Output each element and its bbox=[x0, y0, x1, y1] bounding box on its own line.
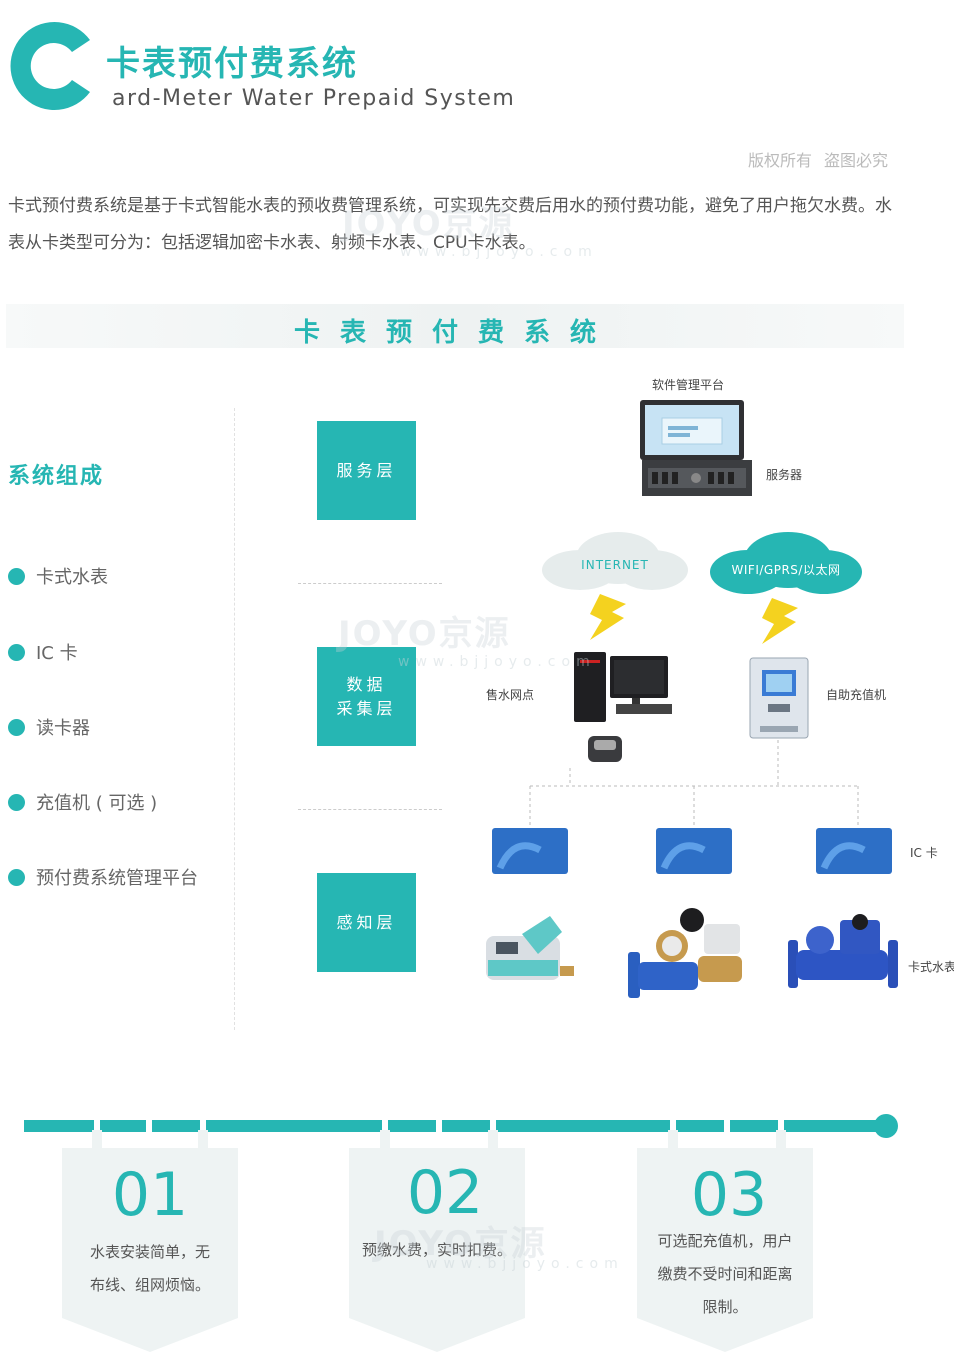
layer-data-label-1: 数据 bbox=[346, 674, 387, 694]
label-ic-card: IC 卡 bbox=[910, 846, 938, 860]
composition-item: 卡式水表 bbox=[8, 563, 108, 589]
composition-item: 读卡器 bbox=[8, 714, 90, 740]
feature-text: 可选配充值机，用户 缴费不受时间和距离 限制。 bbox=[637, 1225, 813, 1324]
feature-card-1 bbox=[62, 1148, 238, 1318]
timeline-gap bbox=[724, 1118, 730, 1134]
feature-card-2-point bbox=[349, 1318, 525, 1352]
copyright-text-2: 盗图必究 bbox=[823, 151, 888, 170]
timeline-gap bbox=[490, 1118, 496, 1134]
label-software-platform: 软件管理平台 bbox=[652, 378, 725, 392]
bullet-icon bbox=[8, 718, 25, 736]
composition-item: IC 卡 bbox=[8, 639, 78, 665]
timeline-end-dot bbox=[874, 1114, 898, 1138]
label-server: 服务器 bbox=[766, 468, 803, 482]
ic-card-icon bbox=[492, 828, 568, 874]
card-hook bbox=[668, 1130, 678, 1150]
copyright-text-1: 版权所有 bbox=[747, 151, 812, 170]
logo-letter-c-icon bbox=[10, 22, 90, 110]
ic-card-icon bbox=[816, 828, 892, 874]
server-icon bbox=[640, 400, 752, 496]
computer-icon bbox=[574, 652, 672, 762]
layer-service-label: 服务层 bbox=[336, 460, 397, 480]
card-hook bbox=[92, 1130, 102, 1150]
card-water-meter-valve-icon bbox=[628, 908, 742, 998]
label-sales-point: 售水网点 bbox=[486, 688, 535, 702]
card-water-meter-large-icon bbox=[788, 914, 898, 988]
timeline-gap bbox=[436, 1118, 442, 1134]
feature-text: 预缴水费，实时扣费。 bbox=[349, 1234, 525, 1267]
feature-card-3-point bbox=[637, 1318, 813, 1352]
feature-card-3 bbox=[637, 1148, 813, 1318]
layer-service: 服务层 bbox=[317, 421, 416, 520]
feature-text-line: 水表安装简单，无 bbox=[89, 1243, 210, 1261]
page-subtitle-en: ard-Meter Water Prepaid System bbox=[112, 86, 516, 111]
layer-sense-label: 感知层 bbox=[336, 912, 397, 932]
watermark-brand: JOYO京源 bbox=[374, 1224, 547, 1264]
divider-horizontal bbox=[298, 583, 442, 584]
feature-text: 水表安装简单，无 布线、组网烦恼。 bbox=[62, 1236, 238, 1302]
layer-data-collection: 数据采集层 bbox=[317, 647, 416, 746]
timeline-bar bbox=[24, 1120, 886, 1132]
recharge-kiosk-icon bbox=[749, 657, 809, 739]
composition-item-label: 卡式水表 bbox=[36, 567, 108, 588]
copyright-notice: 版权所有盗图必究 bbox=[736, 147, 888, 171]
cloud-wifi-icon bbox=[710, 532, 862, 594]
watermark-brand: JOYO京源 bbox=[338, 614, 511, 654]
bullet-icon bbox=[8, 868, 25, 886]
lightning-icon bbox=[590, 594, 626, 640]
timeline-gap bbox=[778, 1118, 784, 1134]
bullet-icon bbox=[8, 793, 25, 811]
composition-item-label: 充值机 ( 可选 ) bbox=[36, 793, 158, 814]
card-hook bbox=[776, 1130, 786, 1150]
timeline-gap bbox=[382, 1118, 388, 1134]
composition-item-label: IC 卡 bbox=[36, 643, 78, 664]
label-self-recharge: 自助充值机 bbox=[826, 688, 887, 702]
feature-text-line: 限制。 bbox=[702, 1298, 748, 1316]
feature-card-1-point bbox=[62, 1318, 238, 1352]
composition-item-label: 读卡器 bbox=[36, 718, 90, 739]
timeline-gap bbox=[94, 1118, 100, 1134]
label-card-meter: 卡式水表 bbox=[908, 960, 954, 974]
composition-item: 预付费系统管理平台 bbox=[8, 864, 198, 890]
feature-text-line: 预缴水费，实时扣费。 bbox=[361, 1241, 512, 1259]
card-water-meter-small-icon bbox=[486, 916, 574, 980]
card-hook bbox=[488, 1130, 498, 1150]
cloud-internet-icon bbox=[542, 532, 688, 590]
composition-item-label: 预付费系统管理平台 bbox=[36, 868, 198, 889]
bullet-icon bbox=[8, 567, 25, 585]
label-wifi-gprs-ethernet: WIFI/GPRS/以太网 bbox=[731, 563, 841, 577]
feature-text-line: 可选配充值机，用户 bbox=[657, 1232, 793, 1250]
feature-number: 03 bbox=[690, 1160, 768, 1230]
divider-horizontal bbox=[298, 809, 442, 810]
composition-heading: 系统组成 bbox=[8, 464, 105, 489]
label-internet: INTERNET bbox=[581, 558, 649, 572]
card-hook bbox=[380, 1130, 390, 1150]
layer-data-label-2: 采集层 bbox=[336, 698, 397, 718]
watermark-url: www.bjjoyo.com bbox=[426, 1256, 624, 1272]
watermark-url: www.bjjoyo.com bbox=[398, 654, 596, 670]
feature-text-line: 布线、组网烦恼。 bbox=[89, 1276, 210, 1294]
watermark-url: www.bjjoyo.com bbox=[400, 244, 598, 260]
connector-lines bbox=[529, 740, 859, 828]
ic-card-icon bbox=[656, 828, 732, 874]
timeline-gap bbox=[200, 1118, 206, 1134]
divider-vertical bbox=[234, 408, 235, 1030]
card-hook bbox=[198, 1130, 208, 1150]
composition-item: 充值机 ( 可选 ) bbox=[8, 789, 157, 815]
intro-paragraph: 卡式预付费系统是基于卡式智能水表的预收费管理系统，可实现先交费后用水的预付费功能… bbox=[8, 196, 892, 253]
timeline-gap bbox=[146, 1118, 152, 1134]
timeline-gap bbox=[670, 1118, 676, 1134]
watermark-brand: JOYO京源 bbox=[342, 204, 515, 244]
bullet-icon bbox=[8, 643, 25, 661]
section-title: 卡表预付费系统 bbox=[293, 318, 616, 348]
feature-text-line: 缴费不受时间和距离 bbox=[657, 1265, 793, 1283]
feature-number: 02 bbox=[406, 1158, 484, 1228]
page-title: 卡表预付费系统 bbox=[106, 44, 358, 84]
feature-card-2 bbox=[349, 1148, 525, 1318]
feature-number: 01 bbox=[111, 1160, 189, 1230]
layer-sense: 感知层 bbox=[317, 873, 416, 972]
section-banner: 卡表预付费系统 bbox=[6, 304, 904, 348]
lightning-icon bbox=[762, 598, 798, 644]
